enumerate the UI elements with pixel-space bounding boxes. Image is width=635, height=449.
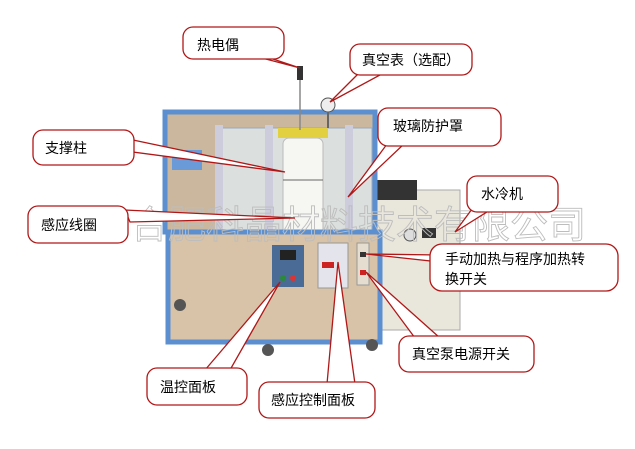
callout-label: 水冷机 [481,187,523,203]
callout-induction-panel: 感应控制面板 [258,261,376,419]
callout-vacuum-pump-switch: 真空泵电源开关 [365,271,535,373]
callout-label: 感应控制面板 [271,392,355,409]
callout-thermocouple: 热电偶 [182,26,301,69]
callout-support-column: 支撑柱 [32,129,286,173]
callout-glass-shield: 玻璃防护罩 [347,107,502,198]
callout-label: 温控面板 [160,380,216,396]
callout-label: 手动加热与程序加热转 [445,252,585,268]
callout-label: 玻璃防护罩 [393,118,463,135]
callout-vacuum-gauge: 真空表（选配） [329,43,473,103]
callout-temperature-panel: 温控面板 [146,281,281,406]
callout-induction-coil: 感应线圈 [27,205,296,244]
callout-water-chiller: 水冷机 [454,175,559,233]
callout-label: 感应线圈 [41,217,97,234]
thermocouple [297,66,303,80]
furnace-cabinet [162,66,383,356]
fan-icon [372,180,417,200]
callout-mode-switch: 手动加热与程序加热转 换开关 [365,243,619,292]
callout-label: 真空泵电源开关 [412,347,510,363]
callout-label: 换开关 [445,271,487,288]
callout-label: 支撑柱 [45,141,87,157]
callout-label: 真空表（选配） [362,53,460,69]
callout-label: 热电偶 [197,38,239,54]
